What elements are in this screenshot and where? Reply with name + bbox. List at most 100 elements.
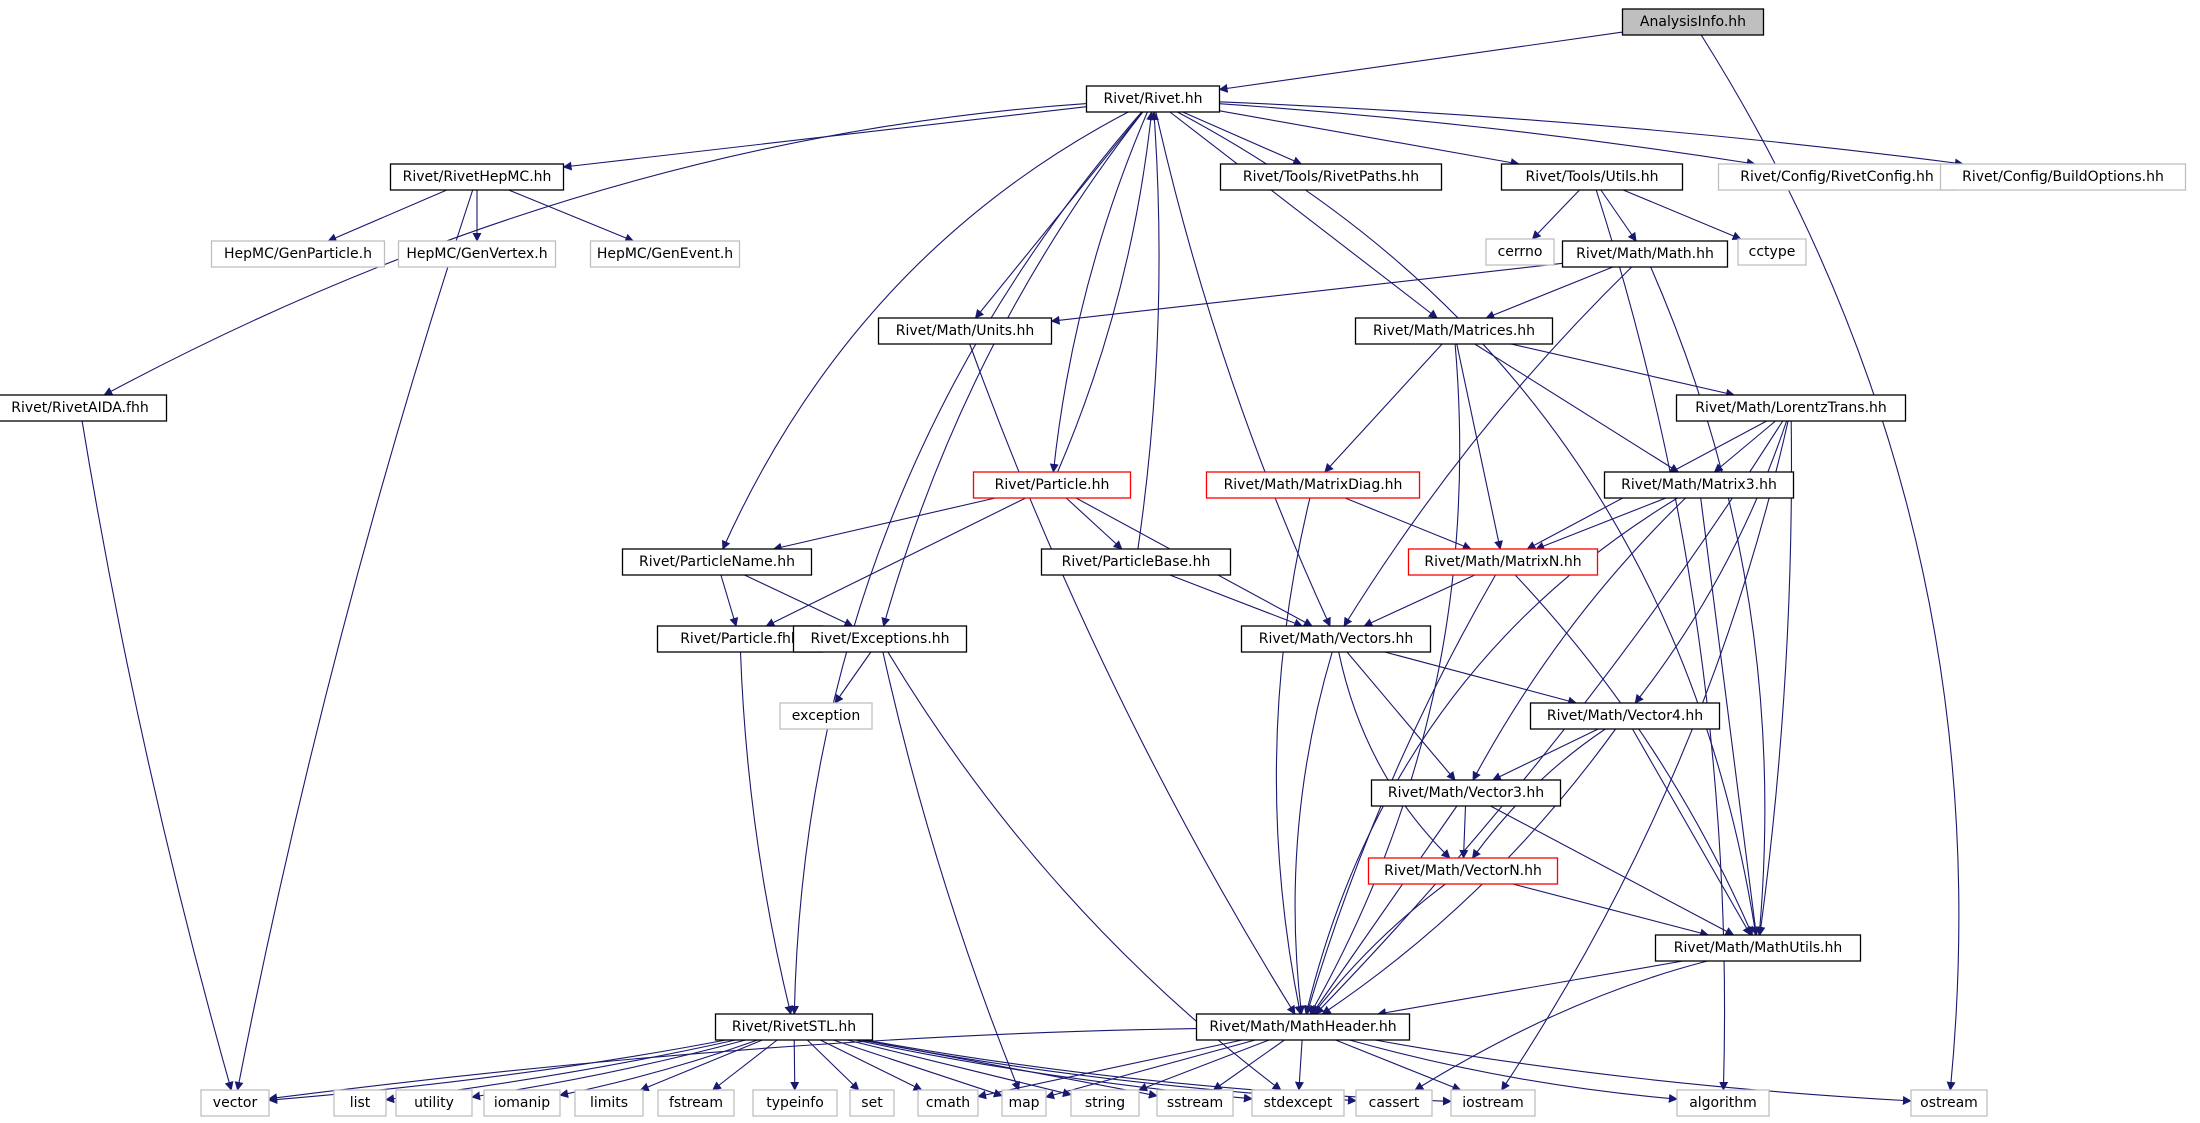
node-rivetstl[interactable]: Rivet/RivetSTL.hh (714, 1013, 874, 1041)
edge-matrices-to-matrixn (1456, 343, 1503, 550)
node-box (1195, 1013, 1411, 1041)
node-box (483, 1089, 561, 1117)
node-particlebase[interactable]: Rivet/ParticleBase.hh (1040, 548, 1232, 576)
node-genvertex[interactable]: HepMC/GenVertex.h (397, 240, 557, 268)
node-vector4[interactable]: Rivet/Math/Vector4.hh (1529, 702, 1721, 730)
node-rivetconfig[interactable]: Rivet/Config/RivetConfig.hh (1717, 163, 1957, 191)
node-box (1561, 240, 1729, 268)
node-units[interactable]: Rivet/Math/Units.hh (877, 317, 1053, 345)
node-vectorn[interactable]: Rivet/Math/VectorN.hh (1367, 857, 1559, 885)
node-iomanip[interactable]: iomanip (483, 1089, 561, 1117)
edge-matrix3-to-mathheader (1303, 497, 1678, 1015)
node-utils[interactable]: Rivet/Tools/Utils.hh (1500, 163, 1684, 191)
node-label: cctype (1749, 244, 1796, 260)
node-genparticle[interactable]: HepMC/GenParticle.h (210, 240, 386, 268)
node-matrixn[interactable]: Rivet/Math/MatrixN.hh (1407, 548, 1599, 576)
node-box (389, 163, 565, 191)
edge-particlename-to-particlefhh (720, 574, 739, 627)
node-rivethepmc[interactable]: Rivet/RivetHepMC.hh (389, 163, 565, 191)
node-matrixdiag[interactable]: Rivet/Math/MatrixDiag.hh (1205, 471, 1421, 499)
node-label: iostream (1462, 1095, 1524, 1111)
node-label: sstream (1167, 1095, 1223, 1111)
node-cerrno[interactable]: cerrno (1485, 238, 1555, 266)
node-box (1654, 934, 1862, 962)
node-rivet[interactable]: Rivet/Rivet.hh (1085, 85, 1221, 113)
edge-vector4-to-vector3 (1491, 728, 1599, 781)
node-box (752, 1089, 838, 1117)
node-rivetaida[interactable]: Rivet/RivetAIDA.fhh (0, 394, 168, 422)
node-math[interactable]: Rivet/Math/Math.hh (1561, 240, 1729, 268)
node-vector[interactable]: vector (200, 1089, 270, 1117)
edge-utils-to-cctype (1622, 189, 1742, 241)
edge-vectorn-to-mathutils (1512, 883, 1710, 938)
node-box (1939, 163, 2187, 191)
edge-lorentztrans-to-matrix3 (1713, 420, 1776, 473)
edge-rivethepmc-to-genparticle (327, 189, 448, 242)
edge-mathheader-to-stdexcept (1294, 1039, 1304, 1091)
node-utility[interactable]: utility (395, 1089, 473, 1117)
node-label: typeinfo (766, 1095, 824, 1111)
node-box (1354, 317, 1554, 345)
node-string[interactable]: string (1070, 1089, 1140, 1117)
node-ostream[interactable]: ostream (1910, 1089, 1988, 1117)
node-fstream[interactable]: fstream (657, 1089, 735, 1117)
edge-particlename-to-exceptions (744, 574, 854, 627)
edge-matrixn-to-vectors (1363, 574, 1476, 627)
node-cctype[interactable]: cctype (1737, 238, 1807, 266)
node-cmath[interactable]: cmath (917, 1089, 979, 1117)
node-genevent[interactable]: HepMC/GenEvent.h (589, 240, 741, 268)
node-box (1040, 548, 1232, 576)
node-typeinfo[interactable]: typeinfo (752, 1089, 838, 1117)
node-box (1529, 702, 1721, 730)
node-lorentztrans[interactable]: Rivet/Math/LorentzTrans.hh (1675, 394, 1907, 422)
edge-vector4-to-mathutils (1632, 728, 1751, 936)
node-label: HepMC/GenVertex.h (406, 246, 547, 262)
edge-particle-to-particlebase (1065, 497, 1123, 550)
node-map[interactable]: map (1001, 1089, 1047, 1117)
node-label: Rivet/RivetHepMC.hh (403, 169, 552, 185)
node-particlename[interactable]: Rivet/ParticleName.hh (621, 548, 813, 576)
node-label: cassert (1369, 1095, 1420, 1111)
node-vectors[interactable]: Rivet/Math/Vectors.hh (1240, 625, 1432, 653)
edge-vectors-to-mathheader (1294, 651, 1333, 1015)
node-limits[interactable]: limits (574, 1089, 644, 1117)
node-iostream[interactable]: iostream (1450, 1089, 1536, 1117)
node-label: Rivet/Config/RivetConfig.hh (1740, 169, 1933, 185)
node-label: list (350, 1095, 371, 1111)
node-vector3[interactable]: Rivet/Math/Vector3.hh (1370, 779, 1562, 807)
node-set[interactable]: set (849, 1089, 895, 1117)
edge-rivetaida-to-vector (81, 420, 234, 1091)
node-box (1219, 163, 1443, 191)
node-cassert[interactable]: cassert (1355, 1089, 1433, 1117)
node-stdexcept[interactable]: stdexcept (1251, 1089, 1345, 1117)
node-sstream[interactable]: sstream (1156, 1089, 1234, 1117)
node-buildoptions[interactable]: Rivet/Config/BuildOptions.hh (1939, 163, 2187, 191)
node-particle[interactable]: Rivet/Particle.hh (972, 471, 1132, 499)
edge-rivet-to-rivetconfig (1219, 103, 1756, 168)
edge-particlebase-to-rivet (1137, 111, 1160, 550)
node-box (589, 240, 741, 268)
node-label: AnalysisInfo.hh (1640, 14, 1746, 30)
node-label: cmath (926, 1095, 970, 1111)
node-analysisinfo[interactable]: AnalysisInfo.hh (1621, 8, 1765, 36)
edge-particlefhh-to-rivetstl (739, 651, 794, 1015)
node-mathutils[interactable]: Rivet/Math/MathUtils.hh (1654, 934, 1862, 962)
node-mathheader[interactable]: Rivet/Math/MathHeader.hh (1195, 1013, 1411, 1041)
node-exceptions[interactable]: Rivet/Exceptions.hh (792, 625, 968, 653)
edge-rivetstl-to-utility (471, 1039, 746, 1101)
node-label: exception (792, 708, 860, 724)
node-label: Rivet/RivetAIDA.fhh (11, 400, 148, 416)
node-rivetpaths[interactable]: Rivet/Tools/RivetPaths.hh (1219, 163, 1443, 191)
node-algorithm[interactable]: algorithm (1676, 1089, 1770, 1117)
edge-rivet-to-units (974, 111, 1143, 319)
node-label: stdexcept (1264, 1095, 1333, 1111)
node-exception[interactable]: exception (779, 702, 873, 730)
edge-rivet-to-utils (1219, 110, 1520, 168)
node-label: Rivet/Math/MathUtils.hh (1674, 940, 1843, 956)
node-label: Rivet/Tools/RivetPaths.hh (1243, 169, 1419, 185)
node-list[interactable]: list (333, 1089, 387, 1117)
node-box (1717, 163, 1957, 191)
node-matrices[interactable]: Rivet/Math/Matrices.hh (1354, 317, 1554, 345)
node-matrix3[interactable]: Rivet/Math/Matrix3.hh (1603, 471, 1795, 499)
node-box (574, 1089, 644, 1117)
